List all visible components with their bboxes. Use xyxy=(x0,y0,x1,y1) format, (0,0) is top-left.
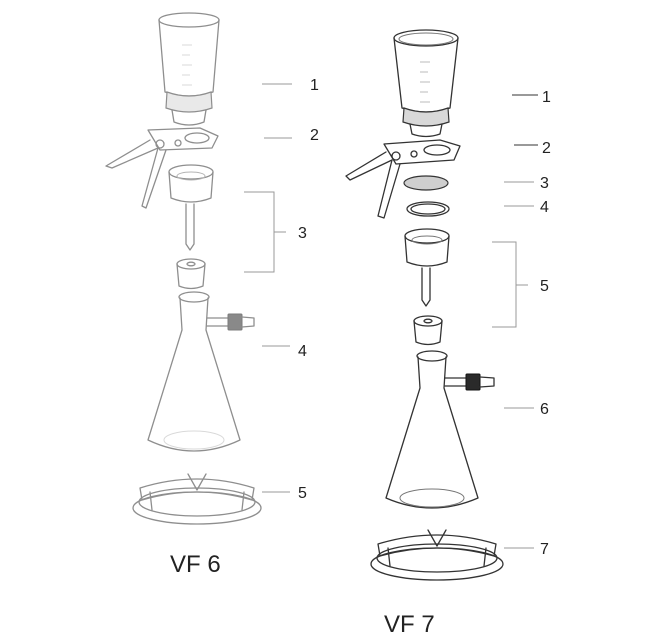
vf7-funnel-cup xyxy=(393,29,459,138)
vf7-filter-disc xyxy=(403,175,449,191)
vf7-leaders xyxy=(492,94,538,549)
vf7-label-5: 5 xyxy=(540,278,549,295)
vf7-stopper xyxy=(413,315,443,346)
vf6-label-5: 5 xyxy=(298,485,307,502)
vf7-label-4: 4 xyxy=(540,199,549,216)
vf7-clamp xyxy=(345,139,461,219)
vf6-stopper xyxy=(176,258,206,290)
vf7-base-ring xyxy=(370,529,504,581)
vf7-label-2: 2 xyxy=(542,140,551,157)
vf7-label-6: 6 xyxy=(540,401,549,418)
vf6-leaders xyxy=(244,83,292,493)
vf6-assembly xyxy=(105,12,262,525)
vf6-flask xyxy=(147,291,255,452)
vf7-funnel-base xyxy=(404,228,450,307)
vf6-funnel-cup xyxy=(158,12,220,126)
vf6-label-2: 2 xyxy=(310,127,319,144)
vf7-label-7: 7 xyxy=(540,541,549,558)
vf6-base-ring xyxy=(132,473,262,525)
vf7-label-3: 3 xyxy=(540,175,549,192)
vf6-clamp xyxy=(105,127,219,209)
vf6-label-4: 4 xyxy=(298,343,307,360)
vf6-label-1: 1 xyxy=(310,77,319,94)
vf7-flask xyxy=(385,350,495,509)
vf6-funnel-base xyxy=(168,164,214,251)
vf6-label-3: 3 xyxy=(298,225,307,242)
vf6-caption: VF 6 xyxy=(170,551,221,578)
vf7-o-ring xyxy=(406,201,450,217)
vf7-label-1: 1 xyxy=(542,89,551,106)
vf7-caption: VF 7 xyxy=(384,611,435,638)
vf7-assembly xyxy=(345,29,504,581)
